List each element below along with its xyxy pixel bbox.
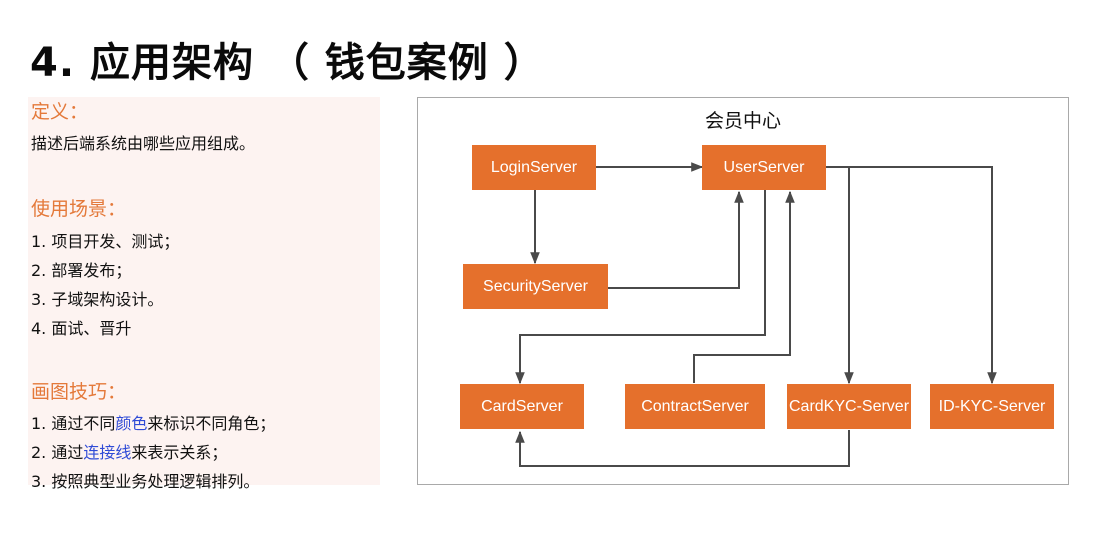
definition-heading: 定义： <box>31 101 89 123</box>
edge-security-user <box>608 190 744 289</box>
architecture-diagram: 会员中心 LoginServer UserServer Sec <box>417 97 1069 485</box>
tip-text: 来标识不同角色； <box>147 414 276 433</box>
tip-text: 1. 通过不同 <box>31 414 116 433</box>
diagram-title: 会员中心 <box>704 110 781 132</box>
tip-highlight: 连接线 <box>83 443 132 462</box>
tip-item: 1. 通过不同颜色来标识不同角色； <box>31 410 275 434</box>
edge-cardkyc-card <box>515 430 850 467</box>
node-user-server: UserServer <box>702 145 826 190</box>
tip-text: 2. 通过 <box>31 443 84 462</box>
scenario-item: 1. 项目开发、测试； <box>31 232 180 251</box>
node-idkyc-server: ID-KYC-Server <box>930 384 1054 429</box>
tip-highlight: 颜色 <box>115 414 148 433</box>
scenario-item: 4. 面试、晋升 <box>31 319 132 338</box>
slide-title: 4. 应用架构 （ 钱包案例 ） <box>30 40 545 86</box>
connector-layer <box>515 162 997 467</box>
edge-contract-user <box>693 190 795 383</box>
tip-text: 来表示关系； <box>131 443 228 462</box>
scenario-item: 2. 部署发布； <box>31 261 132 280</box>
edge-user-idkyc <box>849 166 997 385</box>
edge-user-cardkyc <box>826 166 854 385</box>
node-security-server: SecurityServer <box>463 264 608 309</box>
definition-text: 描述后端系统由哪些应用组成。 <box>31 134 256 153</box>
info-panel: 定义： 描述后端系统由哪些应用组成。 使用场景： 1. 项目开发、测试； 2. … <box>28 97 380 491</box>
tip-item: 2. 通过连接线来表示关系； <box>31 439 227 463</box>
scenario-item: 3. 子域架构设计。 <box>31 290 164 309</box>
node-cardkyc-server: CardKYC-Server <box>787 384 911 429</box>
node-card-server: CardServer <box>460 384 584 429</box>
tips-heading: 画图技巧： <box>31 381 127 403</box>
scenarios-heading: 使用场景： <box>31 198 127 220</box>
tip-text: 3. 按照典型业务处理逻辑排列。 <box>31 472 260 491</box>
node-login-server: LoginServer <box>472 145 596 190</box>
edge-user-card <box>515 190 766 385</box>
node-contract-server: ContractServer <box>625 384 765 429</box>
tip-item: 3. 按照典型业务处理逻辑排列。 <box>31 468 259 492</box>
